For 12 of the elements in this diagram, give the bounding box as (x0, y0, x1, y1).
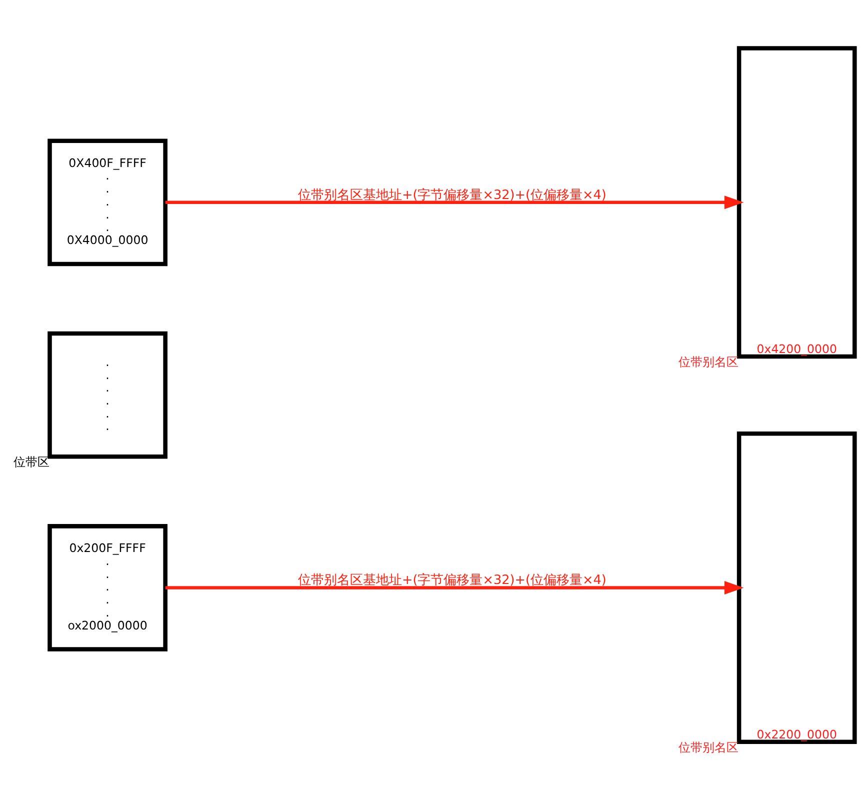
node-label: 位带别名区 (678, 740, 738, 754)
node-box: 0x2200_0000 (736, 430, 856, 744)
node-label: 位带别名区 (678, 354, 738, 368)
node-box: 0X400F_FFFF . . . . . 0X4000_0000 (47, 138, 167, 266)
node-label: 位带区 (13, 454, 50, 469)
arrow (164, 580, 744, 594)
node-box: 0x4200_0000 (736, 46, 856, 358)
edge-label: 位带别名区基地址+(字节偏移量×32)+(位偏移量×4) (297, 572, 606, 588)
edge-label: 位带别名区基地址+(字节偏移量×32)+(位偏移量×4) (297, 187, 606, 202)
arrow (164, 195, 744, 209)
node-box: 0x200F_FFFF . . . . . ox2000_0000 (47, 524, 167, 651)
node-box: . . . . . . (47, 330, 167, 458)
